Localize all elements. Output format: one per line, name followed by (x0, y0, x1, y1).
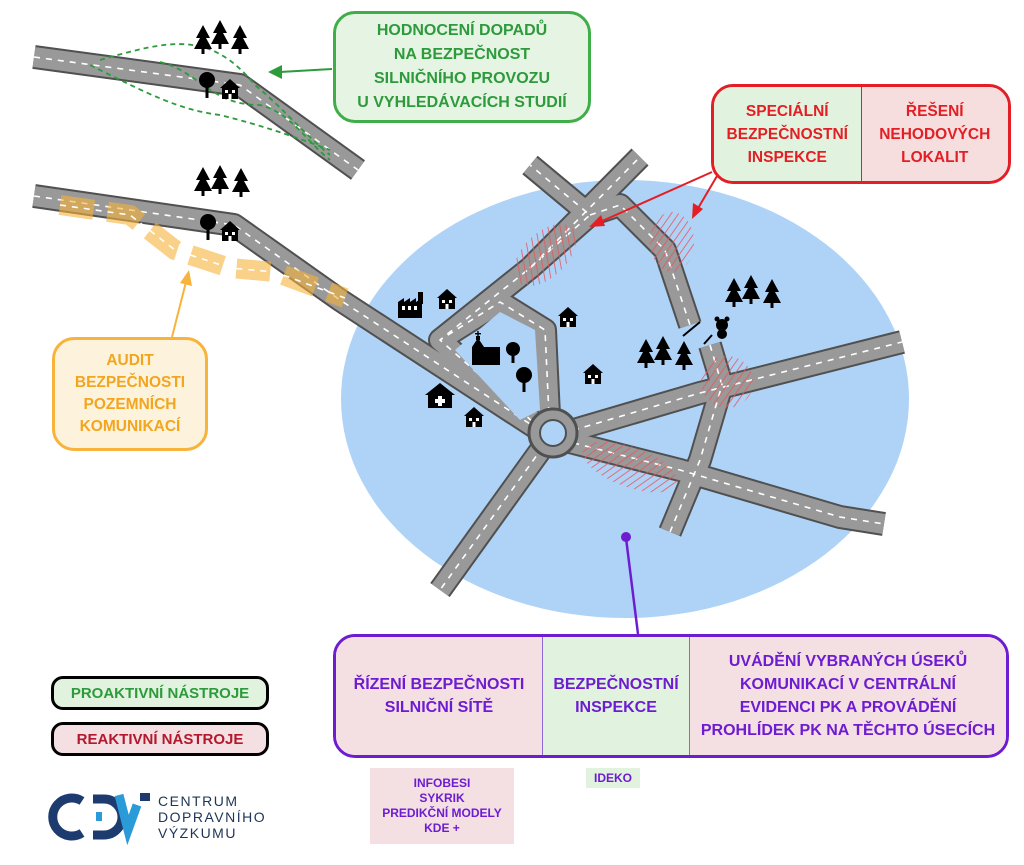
legend-proactive-label: PROAKTIVNÍ NÁSTROJE (70, 684, 250, 702)
central-registry-label: UVÁDĚNÍ VYBRANÝCH ÚSEKŮ KOMUNIKACÍ V CEN… (690, 637, 1006, 755)
network-management-label: ŘÍZENÍ BEZPEČNOSTI SILNIČNÍ SÍTĚ (336, 637, 543, 755)
audited-road (58, 195, 349, 308)
special-inspection-label: SPECIÁLNÍ BEZPEČNOSTNÍ INSPEKCE (714, 87, 862, 181)
network-tools-box: ŘÍZENÍ BEZPEČNOSTI SILNIČNÍ SÍTĚ BEZPEČN… (333, 634, 1009, 758)
bear-icon (714, 316, 730, 339)
accident-hotspots (513, 212, 753, 493)
tree-icon (199, 72, 532, 392)
legend-reactive: REAKTIVNÍ NÁSTROJE (51, 722, 269, 756)
accident-locations-label: ŘEŠENÍ NEHODOVÝCH LOKALIT (861, 87, 1008, 181)
impact-assessment-label: HODNOCENÍ DOPADŮ NA BEZPEČNOST SILNIČNÍH… (357, 22, 567, 111)
proactive-tools-list: IDEKO (586, 768, 640, 788)
safety-inspection-label: BEZPEČNOSTNÍ INSPEKCE (543, 637, 690, 755)
cdv-logo (48, 793, 150, 846)
hospital-icon (425, 383, 455, 408)
proactive-tools-label: IDEKO (593, 770, 632, 785)
church-icon (472, 331, 500, 365)
legend-proactive: PROAKTIVNÍ NÁSTROJE (51, 676, 269, 710)
road-audit-box: AUDIT BEZPEČNOSTI POZEMNÍCH KOMUNIKACÍ (52, 337, 208, 451)
reactive-tools-box: SPECIÁLNÍ BEZPEČNOSTNÍ INSPEKCE ŘEŠENÍ N… (711, 84, 1011, 184)
factory-icon (398, 292, 423, 318)
connector-arrows (171, 65, 718, 635)
logo-text: CENTRUM DOPRAVNÍHO VÝZKUMU (158, 793, 267, 841)
reactive-tools-label: INFOBESI SYKRIK PREDIKČNÍ MODELY KDE + (382, 776, 502, 835)
road-audit-label: AUDIT BEZPEČNOSTI POZEMNÍCH KOMUNIKACÍ (74, 352, 186, 435)
reactive-tools-list: INFOBESI SYKRIK PREDIKČNÍ MODELY KDE + (370, 768, 514, 844)
impact-assessment-box: HODNOCENÍ DOPADŮ NA BEZPEČNOST SILNIČNÍH… (333, 11, 591, 123)
urban-area (341, 180, 909, 618)
route-alternatives (89, 43, 331, 161)
legend-reactive-label: REAKTIVNÍ NÁSTROJE (76, 730, 244, 748)
